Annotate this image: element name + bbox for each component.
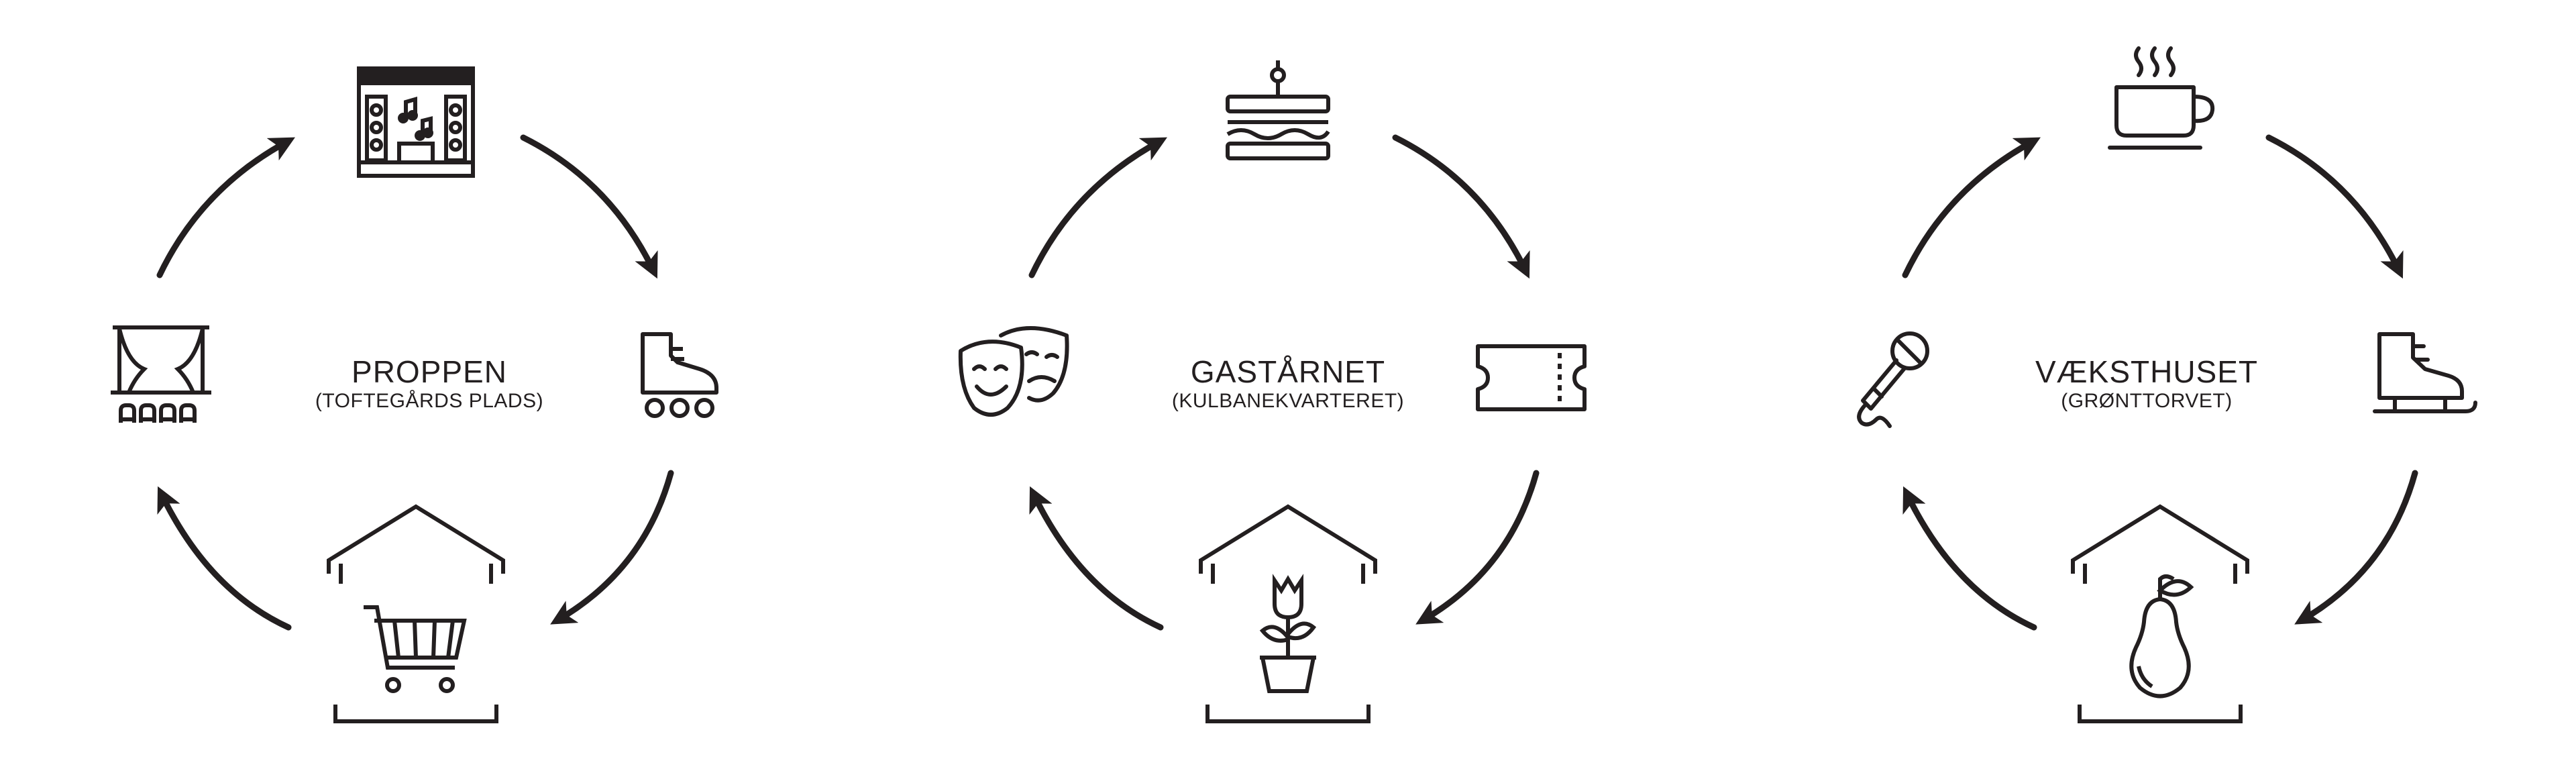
ice-skate-icon	[2373, 332, 2477, 413]
theater-curtain-icon	[111, 325, 211, 423]
cycle-label: PROPPEN (TOFTEGÅRDS PLADS)	[0, 354, 859, 413]
cycle-subtitle: (GRØNTTORVET)	[2061, 390, 2233, 412]
cycle-subtitle: (TOFTEGÅRDS PLADS)	[315, 390, 544, 412]
microphone-icon	[1857, 331, 1929, 428]
arrow-bottom-to-left	[1902, 486, 2037, 631]
cycle-title: GASTÅRNET	[1190, 354, 1386, 389]
cycle-title: VÆKSTHUSET	[2035, 354, 2259, 389]
flower-pot-house-icon	[1199, 504, 1377, 723]
cycle-gastaarnet: GASTÅRNET (KULBANEKVARTERET)	[859, 0, 1717, 777]
arrow-right-to-bottom	[1415, 470, 1540, 625]
cycle-proppen: PROPPEN (TOFTEGÅRDS PLADS)	[0, 0, 859, 777]
shopping-cart-house-icon	[327, 504, 505, 723]
cycle-label: GASTÅRNET (KULBANEKVARTERET)	[859, 354, 1717, 413]
cycle-vaeksthuset: VÆKSTHUSET (GRØNTTORVET)	[1717, 0, 2576, 777]
arrow-right-to-bottom	[550, 470, 674, 625]
arrow-left-to-top	[1028, 137, 1167, 278]
ticket-icon	[1476, 344, 1587, 411]
cycle-label: VÆKSTHUSET (GRØNTTORVET)	[1717, 354, 2576, 413]
arrow-left-to-top	[156, 137, 295, 278]
arrow-top-to-right	[520, 134, 658, 279]
arrow-right-to-bottom	[2294, 470, 2418, 625]
pear-house-icon	[2071, 504, 2249, 723]
arrow-top-to-right	[2265, 134, 2404, 279]
stage-music-icon	[357, 66, 475, 178]
theater-masks-icon	[958, 326, 1069, 417]
coffee-cup-icon	[2108, 46, 2215, 150]
sandwich-icon	[1226, 60, 1330, 160]
cycle-arrows	[1902, 134, 2418, 631]
cycle-subtitle: (KULBANEKVARTERET)	[1171, 390, 1405, 412]
arrow-bottom-to-left	[157, 486, 292, 631]
cycle-arrows	[1028, 134, 1540, 631]
cycle-arrows	[156, 134, 674, 631]
arrow-top-to-right	[1392, 134, 1530, 279]
cycle-title: PROPPEN	[352, 354, 507, 389]
arrow-bottom-to-left	[1029, 486, 1164, 631]
arrow-left-to-top	[1902, 137, 2041, 278]
roller-skate-icon	[641, 332, 718, 418]
